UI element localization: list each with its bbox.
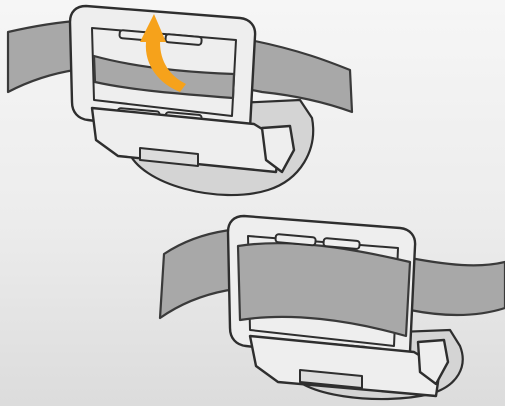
step-2-illustration <box>158 214 505 401</box>
clip-hinge-top <box>139 147 199 167</box>
clip-side-bottom <box>416 338 450 386</box>
clip-hinge-bottom <box>299 369 363 389</box>
step-1-illustration <box>6 4 354 197</box>
lift-arrow-icon <box>140 14 186 92</box>
clip-plate-bottom <box>248 334 442 398</box>
clip-side-top <box>260 124 296 174</box>
